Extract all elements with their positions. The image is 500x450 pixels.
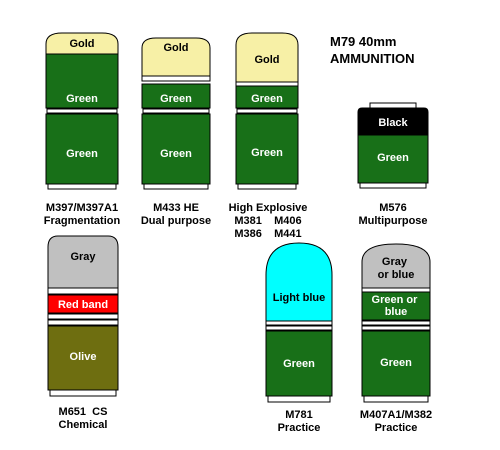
m651-base [49,389,117,397]
caption-m433-line2: Dual purpose [140,215,212,227]
m651-label-red: Red band [58,299,108,311]
m433-body-green [141,83,211,109]
m781-ring-1 [265,320,333,326]
m397-band [46,108,118,114]
m407-ring-1 [361,287,431,293]
m407-label-band-line2: blue [385,306,408,318]
m433-label-gold: Gold [163,42,188,54]
m407-case-green [361,330,431,397]
m576-label-black: Black [378,117,408,129]
caption-m781: M781 Practice [256,409,342,435]
caption-he-line3: M386 M441 [234,228,302,240]
m576-case-green [357,134,429,184]
caption-m781-line1: M781 [285,409,313,421]
m433-ring-1 [141,75,211,82]
m407-label-gray-line2: or blue [378,269,415,281]
he-label-green-1: Green [251,93,283,105]
m397-label-green-2: Green [66,148,98,160]
m651-label-gray: Gray [70,251,96,263]
m651-ring-3 [47,319,119,326]
caption-m433-line1: M433 HE [153,202,199,214]
he-band [236,108,298,114]
round-m651: Gray Red band Olive [47,235,119,397]
round-m407: Gray or blue Green or blue Green [361,243,431,403]
m407-label-green: Green [380,357,412,369]
m407-nose-gray [361,243,431,289]
m433-label-green-2: Green [160,148,192,160]
m781-label-green: Green [283,358,315,370]
caption-m397: M397/M397A1 Fragmentation [34,202,130,228]
caption-he-line1: High Explosive [228,202,308,214]
diagram-title-line2: AMMUNITION [330,51,415,66]
m781-ring-2 [265,325,333,331]
m781-base [267,395,331,403]
m433-base [143,183,209,190]
he-nose-gold [235,32,299,83]
m651-band-red [47,294,119,314]
round-m781: Light blue Green [265,242,333,403]
caption-m407-line1: M407A1/M382 [359,409,433,421]
m651-ring-2 [47,313,119,320]
caption-m576-line2: Multipurpose [358,215,428,227]
m651-nose-gray [47,235,119,289]
caption-m397-line2: Fragmentation [43,215,121,227]
caption-m576: M576 Multipurpose [346,202,440,228]
m397-body-green [45,53,119,109]
caption-m397-line1: M397/M397A1 [45,202,119,214]
caption-m407-line2: Practice [374,422,418,434]
he-case-green [235,113,299,185]
m433-label-green-1: Green [160,93,192,105]
caption-he-line2: M381 M406 [234,215,302,227]
m407-label-gray-line1: Gray [382,256,408,268]
m407-body-green [361,291,431,321]
m576-label-green: Green [377,152,409,164]
m397-nose-gold [45,32,119,55]
he-body-green [235,85,299,109]
m433-case-green [141,113,211,185]
caption-m781-line2: Practice [277,422,321,434]
round-m397: Gold Green Green [45,32,119,190]
m651-case-olive [47,325,119,391]
he-label-green-2: Green [251,147,283,159]
m781-case-green [265,330,333,397]
round-m576: Black Green [357,102,429,189]
caption-m651-line1: M651 CS [58,406,108,418]
he-label-gold: Gold [254,54,279,66]
m407-label-band-line1: Green or [372,294,419,306]
m407-ring-3 [361,325,431,331]
he-base [237,183,297,190]
m576-base [359,182,427,189]
round-m433: Gold Green Green [141,37,211,190]
m407-label-gray: Gray or blue [378,256,415,281]
diagram-title-line1: M79 40mm [330,34,397,49]
m576-nose-black [357,107,429,136]
m433-band [142,108,210,114]
m781-label-light-blue: Light blue [273,292,326,304]
m397-case-green [45,113,119,185]
he-ring-1 [235,81,299,87]
m651-label-olive: Olive [70,351,97,363]
caption-m651: M651 CS Chemical [38,406,128,432]
m407-base [363,395,429,403]
round-high-explosive: Gold Green Green [235,32,299,190]
caption-high-explosive: High Explosive M381 M406 M386 M441 [222,202,314,241]
m651-ring-1 [47,287,119,295]
m407-label-band: Green or blue [372,294,421,318]
m397-label-gold: Gold [69,38,94,50]
m397-label-green-1: Green [66,93,98,105]
m433-nose-gold [141,37,211,77]
m781-nose-light-blue [265,242,333,322]
caption-m433: M433 HE Dual purpose [130,202,222,228]
m407-ring-2 [361,320,431,326]
caption-m407: M407A1/M382 Practice [346,409,446,435]
caption-m651-line2: Chemical [58,419,108,431]
m397-base [47,183,117,190]
caption-m576-line1: M576 [379,202,407,214]
